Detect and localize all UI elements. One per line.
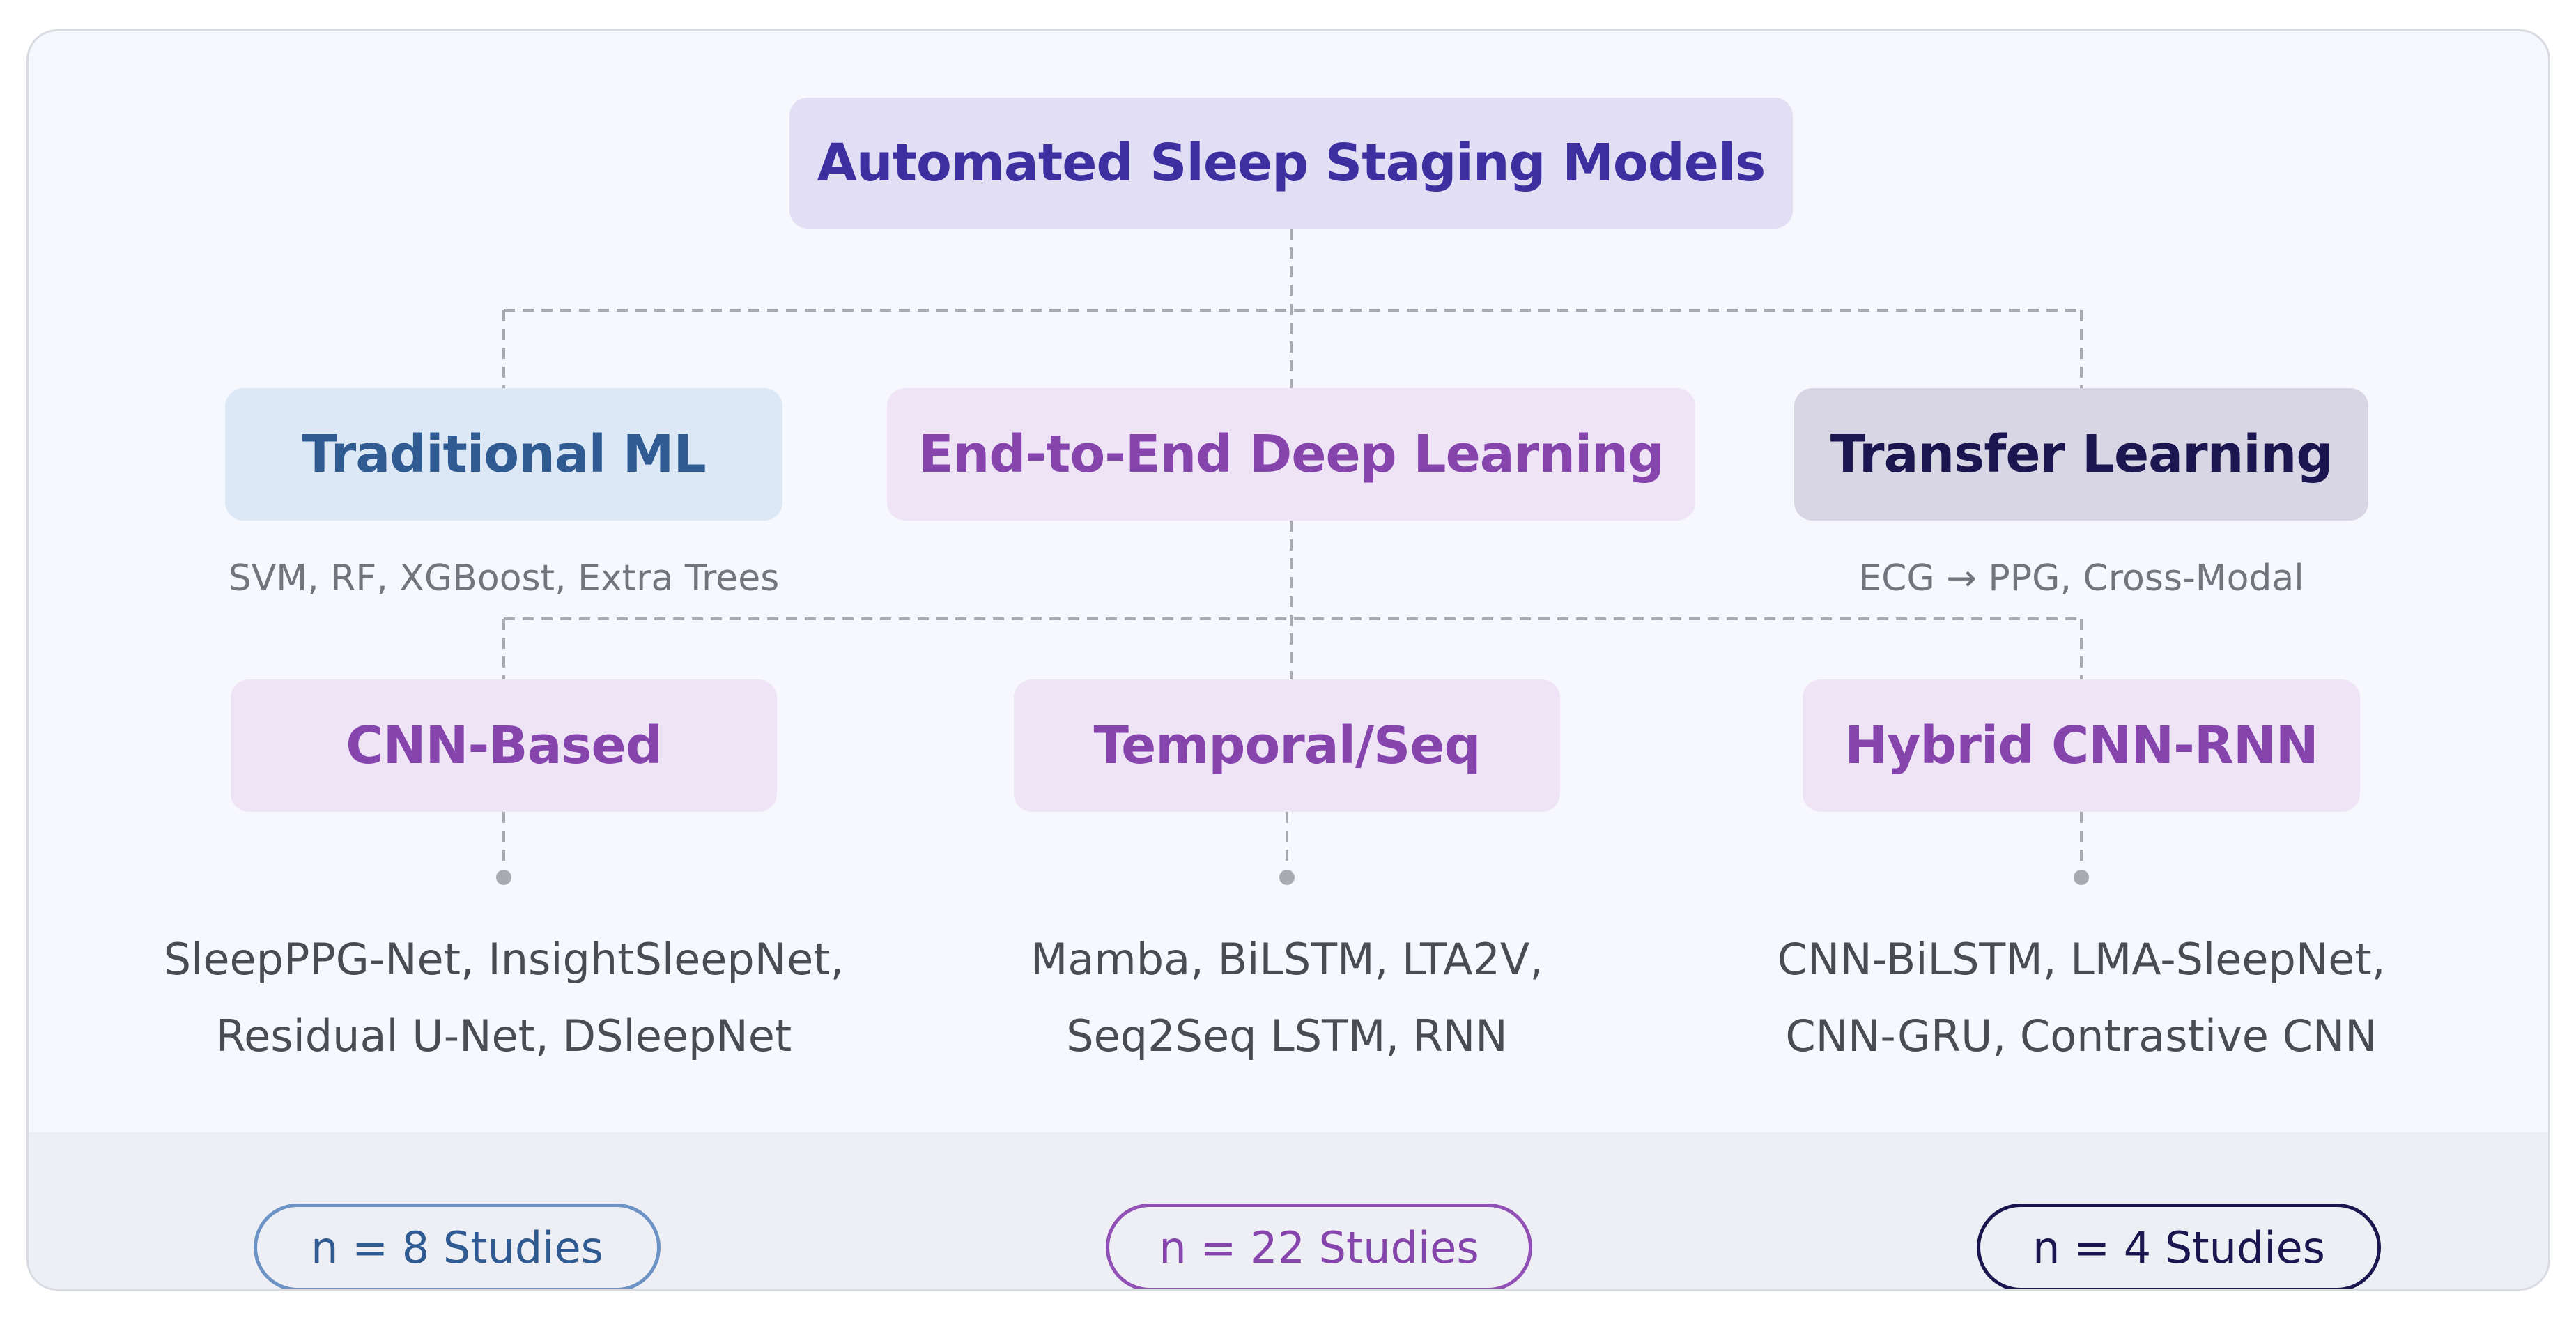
hybrid-models-line-1: CNN-BiLSTM, LMA-SleepNet, — [1777, 934, 2386, 985]
study-count-footer — [29, 1132, 2548, 1289]
study-count-deep-learning: n = 22 Studies — [1106, 1204, 1532, 1289]
hybrid-model-list: CNN-BiLSTM, LMA-SleepNet, CNN-GRU, Contr… — [1715, 921, 2448, 1075]
study-count-transfer-learning: n = 4 Studies — [1977, 1204, 2381, 1289]
study-count-traditional-ml: n = 8 Studies — [254, 1204, 661, 1289]
subcategory-cnn-based: CNN-Based — [231, 679, 777, 812]
connector-dot-hybrid — [2074, 870, 2089, 885]
subcategory-temporal-seq: Temporal/Seq — [1014, 679, 1560, 812]
temporal-model-list: Mamba, BiLSTM, LTA2V, Seq2Seq LSTM, RNN — [934, 921, 1640, 1075]
transfer-learning-methods: ECG → PPG, Cross-Modal — [1858, 558, 2304, 599]
connector-dot-cnn — [496, 870, 511, 885]
traditional-ml-methods: SVM, RF, XGBoost, Extra Trees — [228, 558, 780, 599]
connector-lines — [496, 229, 2089, 885]
subcategory-hybrid-cnn-rnn: Hybrid CNN-RNN — [1803, 679, 2360, 812]
diagram-card: Automated Sleep Staging Models Tradition… — [26, 29, 2550, 1291]
cnn-models-line-2: Residual U-Net, DSleepNet — [215, 1010, 792, 1061]
cnn-models-line-1: SleepPPG-Net, InsightSleepNet, — [163, 934, 844, 985]
category-end-to-end-deep-learning: End-to-End Deep Learning — [887, 388, 1695, 521]
temporal-models-line-1: Mamba, BiLSTM, LTA2V, — [1030, 934, 1544, 985]
category-traditional-ml: Traditional ML — [225, 388, 782, 521]
category-transfer-learning: Transfer Learning — [1794, 388, 2368, 521]
root-node: Automated Sleep Staging Models — [789, 98, 1793, 229]
temporal-models-line-2: Seq2Seq LSTM, RNN — [1066, 1010, 1508, 1061]
cnn-model-list: SleepPPG-Net, InsightSleepNet, Residual … — [112, 921, 895, 1075]
connector-dot-seq — [1279, 870, 1295, 885]
hybrid-models-line-2: CNN-GRU, Contrastive CNN — [1785, 1010, 2377, 1061]
